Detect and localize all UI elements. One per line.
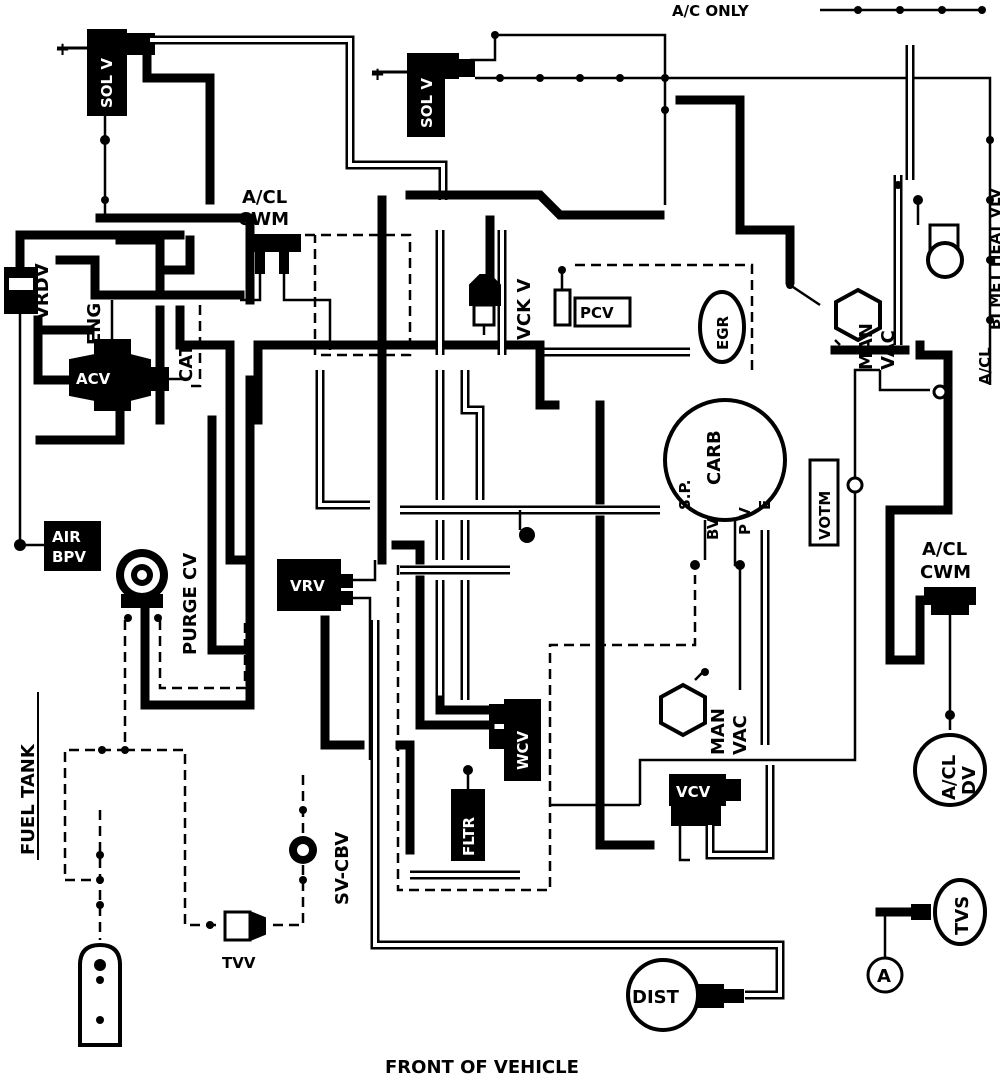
acl-dv: A/CL DV [913, 733, 987, 807]
air-bpv: AIR BPV [20, 521, 101, 571]
air-label: AIR [52, 528, 81, 546]
egr-valve: EGR [698, 290, 746, 364]
vrdv-label: VRDV [32, 263, 53, 320]
acl-cwm-top-label2: CWM [238, 209, 289, 230]
vrv-valve: VRV [277, 559, 353, 611]
plus-sign-left: + [55, 39, 70, 60]
vck-v: VCK V [469, 274, 535, 340]
fltr: FLTR [451, 789, 485, 861]
dist-label: DIST [632, 987, 680, 1008]
tvs: TVS [875, 878, 987, 946]
purge-cv-label: PURGE CV [180, 553, 201, 655]
bpv-label: BPV [52, 548, 86, 566]
sv-cbv: SV-CBV [289, 832, 353, 905]
pcv-valve: PCV [553, 266, 632, 328]
fltr-label: FLTR [460, 816, 478, 856]
acl-cwm-top: A/CL CWM [238, 187, 301, 274]
egr-label: EGR [714, 315, 732, 350]
sol-v-left: + SOL V [55, 29, 155, 116]
eng-label: ENG [84, 303, 105, 345]
man-vac-bottom-label1: MAN [708, 708, 729, 755]
acl-cwm-right-label1: A/CL [922, 539, 967, 560]
front-of-vehicle-label: FRONT OF VEHICLE [385, 1057, 579, 1078]
carb-sp-label: S.P. [676, 480, 694, 510]
fuel-tank [78, 942, 122, 1047]
cat-label: CAT [176, 343, 197, 382]
man-vac-bottom-label2: VAC [730, 715, 751, 755]
distributor: DIST [626, 958, 744, 1032]
sol-v-center: + SOL V [370, 53, 475, 137]
acl-dv-label2: DV [959, 766, 980, 795]
fuel-tank-label: FUEL TANK [18, 743, 39, 855]
carb-e-label: E [756, 500, 774, 510]
sol-v-center-label: SOL V [418, 78, 436, 128]
tvs-label: TVS [952, 896, 973, 935]
tvv-label: TVV [222, 954, 256, 972]
vcv-valve: VCV [669, 774, 741, 826]
vcv-label: VCV [676, 783, 711, 801]
wcv-valve: WCV [489, 699, 541, 781]
plus-sign-center: + [370, 64, 385, 85]
carburetor: CARB S.P. BV P V E [663, 398, 787, 540]
acl-right-label: A/CL [976, 347, 994, 385]
vrv-label: VRV [290, 577, 325, 595]
pcv-label: PCV [580, 304, 614, 322]
wcv-label: WCV [514, 730, 532, 770]
tvv-valve: TVV [222, 910, 266, 972]
bimet-heat-vlv-label: BI MET HEAT VLV [986, 187, 1004, 330]
sv-cbv-label: SV-CBV [332, 832, 353, 905]
sol-v-left-label: SOL V [98, 58, 116, 108]
acl-cwm-top-label1: A/CL [242, 187, 287, 208]
votm: VOTM [808, 458, 864, 547]
ac-only-label: A/C ONLY [672, 2, 750, 20]
carb-bv-label: BV [704, 517, 722, 540]
acl-cwm-right-label2: CWM [920, 562, 971, 583]
bimet-heat-vlv: BI MET HEAT VLV [893, 45, 1004, 345]
acv-valve: ACV [69, 339, 185, 411]
acv-label: ACV [76, 370, 111, 388]
a-marker-label: A [877, 966, 891, 987]
votm-label: VOTM [816, 491, 834, 540]
carb-pv-label: P V [736, 507, 754, 535]
acl-dv-label1: A/CL [939, 755, 960, 800]
vck-v-label: VCK V [514, 279, 535, 340]
carb-label: CARB [704, 430, 725, 485]
purge-canister [116, 549, 168, 622]
ac-only-legend: A/C ONLY [672, 2, 986, 20]
acl-cwm-right: A/CL CWM [920, 539, 976, 730]
